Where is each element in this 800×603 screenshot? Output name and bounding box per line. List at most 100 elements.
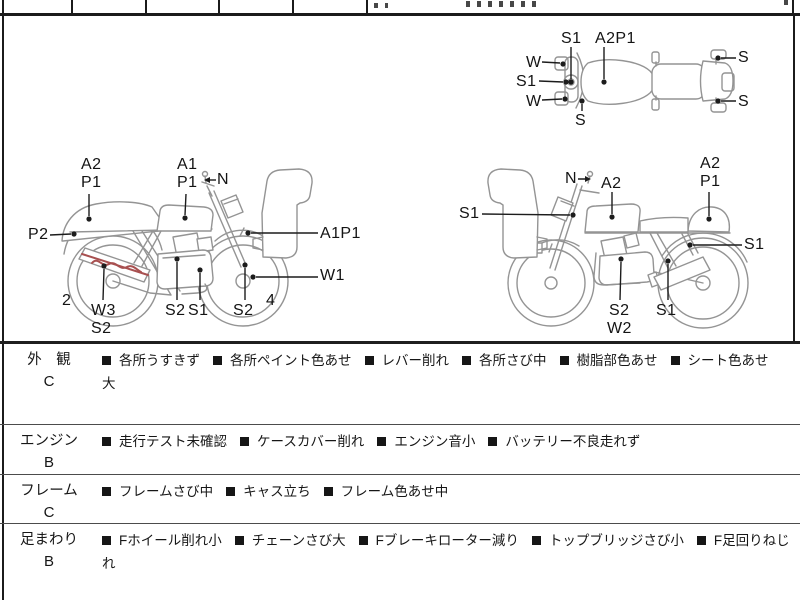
- engine-block: [598, 251, 655, 286]
- defect-text: エンジン音小: [394, 434, 476, 449]
- diagram-label: S1: [656, 302, 677, 319]
- square-bullet-icon: [670, 355, 680, 365]
- defect-text: レバー削れ: [381, 353, 450, 368]
- square-bullet-icon: [323, 486, 333, 496]
- leader-lines: [49, 47, 742, 301]
- rear-wheel-top: [721, 72, 735, 92]
- diagram-label: A1: [177, 156, 198, 173]
- diagram-label: A2: [81, 156, 102, 173]
- diagram-label: S: [738, 49, 750, 66]
- defect-text: 各所うすきず: [119, 353, 200, 368]
- defect-text: 樹脂部色あせ: [576, 353, 658, 368]
- muffler: [653, 256, 711, 291]
- defect-text: Fホイール削れ小: [119, 533, 222, 548]
- defect-item: 各所ペイント色あせ: [213, 353, 352, 368]
- arrowhead: [204, 177, 210, 183]
- square-bullet-icon: [531, 535, 541, 545]
- defect-item: Fホイール削れ小: [102, 533, 222, 548]
- column-divider: [71, 0, 73, 13]
- square-bullet-icon: [559, 355, 569, 365]
- diagram-label: A2: [700, 155, 721, 172]
- defect-item: レバー削れ: [364, 353, 450, 368]
- defect-item: バッテリー不良走れず: [488, 434, 640, 449]
- damage-squiggle: [91, 259, 142, 273]
- grade-value: B: [43, 454, 54, 471]
- square-bullet-icon: [213, 355, 222, 365]
- defect-text: 各所さび中: [479, 353, 547, 368]
- sheet-right-border: [793, 13, 795, 341]
- grade-value: C: [43, 373, 55, 390]
- arrowhead: [585, 176, 591, 182]
- defect-text: トップブリッジさび小: [548, 533, 684, 548]
- cropped-text-remnant: [466, 1, 540, 7]
- diagram-label: N: [565, 170, 577, 187]
- table-row-frame: フレーム C フレームさび中キャス立ちフレーム色あせ中: [0, 474, 800, 523]
- defect-text: フレームさび中: [119, 484, 214, 499]
- defect-item: ケースカバー削れ: [240, 434, 364, 449]
- defect-item: チェーンさび大: [234, 533, 346, 548]
- defect-text: Fブレーキローター減り: [375, 533, 519, 548]
- diagram-label: P2: [28, 226, 49, 243]
- square-bullet-icon: [102, 355, 111, 365]
- grade-value: B: [43, 553, 54, 570]
- diagram-label: S1: [561, 30, 582, 47]
- diagram-label: A2P1: [595, 30, 636, 47]
- defect-item: Fブレーキローター減り: [358, 533, 519, 548]
- square-bullet-icon: [488, 436, 498, 446]
- diagram-label: S: [738, 93, 750, 110]
- column-divider: [366, 0, 368, 13]
- right-side-bike: [487, 168, 749, 329]
- condition-table: 外 観 C 各所うすきず各所ペイント色あせレバー削れ各所さび中樹脂部色あせシート…: [0, 341, 800, 600]
- front-fender: [214, 227, 267, 242]
- column-divider: [2, 0, 4, 13]
- square-bullet-icon: [102, 436, 111, 446]
- defect-item: フレーム色あせ中: [323, 484, 448, 499]
- defect-text: F足回りねじれ: [102, 533, 790, 571]
- mirror: [586, 170, 594, 178]
- left-grip: [554, 56, 569, 71]
- cropped-text-remnant: [784, 0, 794, 5]
- diagram-label: 2: [62, 292, 72, 309]
- diagram-label: S1: [516, 73, 537, 90]
- diagram-label: S: [575, 112, 587, 129]
- tank-top: [580, 59, 656, 105]
- grade-value: C: [43, 504, 55, 521]
- cowl-piece: [487, 168, 539, 259]
- diagram-label: S1: [188, 302, 209, 319]
- defect-text: キャス立ち: [243, 484, 311, 499]
- column-divider: [792, 0, 794, 13]
- headlight: [550, 196, 574, 222]
- diagram-label: S2: [165, 302, 186, 319]
- diagram-label: S2: [233, 302, 254, 319]
- right-grip: [554, 91, 569, 106]
- square-bullet-icon: [462, 355, 471, 365]
- sheet-left-border: [2, 13, 4, 600]
- square-bullet-icon: [102, 486, 111, 496]
- square-bullet-icon: [240, 436, 249, 446]
- peg: [651, 98, 660, 111]
- defect-item: 各所さび中: [462, 353, 547, 368]
- square-bullet-icon: [358, 535, 368, 545]
- diagram-label: P1: [177, 174, 198, 191]
- cowl-piece: [261, 168, 313, 259]
- column-divider: [145, 0, 147, 13]
- defect-list: 走行テスト未確認ケースカバー削れエンジン音小バッテリー不良走れず: [98, 425, 800, 474]
- cropped-header-row: [0, 0, 800, 16]
- defect-text: 各所ペイント色あせ: [230, 353, 352, 368]
- defect-text: シート色あせ大: [102, 353, 769, 391]
- diagram-label: W: [526, 93, 542, 110]
- defect-item: シート色あせ大: [102, 353, 769, 391]
- diagram-label: S2: [609, 302, 630, 319]
- column-divider: [292, 0, 294, 13]
- defect-text: ケースカバー削れ: [257, 434, 365, 449]
- diagram-label: N: [217, 171, 229, 188]
- tail-top: [699, 60, 734, 102]
- defect-text: チェーンさび大: [251, 533, 346, 548]
- seat-top: [651, 63, 706, 100]
- defect-item: 樹脂部色あせ: [559, 353, 658, 368]
- peg: [651, 51, 660, 64]
- defect-item: F足回りねじれ: [102, 533, 790, 571]
